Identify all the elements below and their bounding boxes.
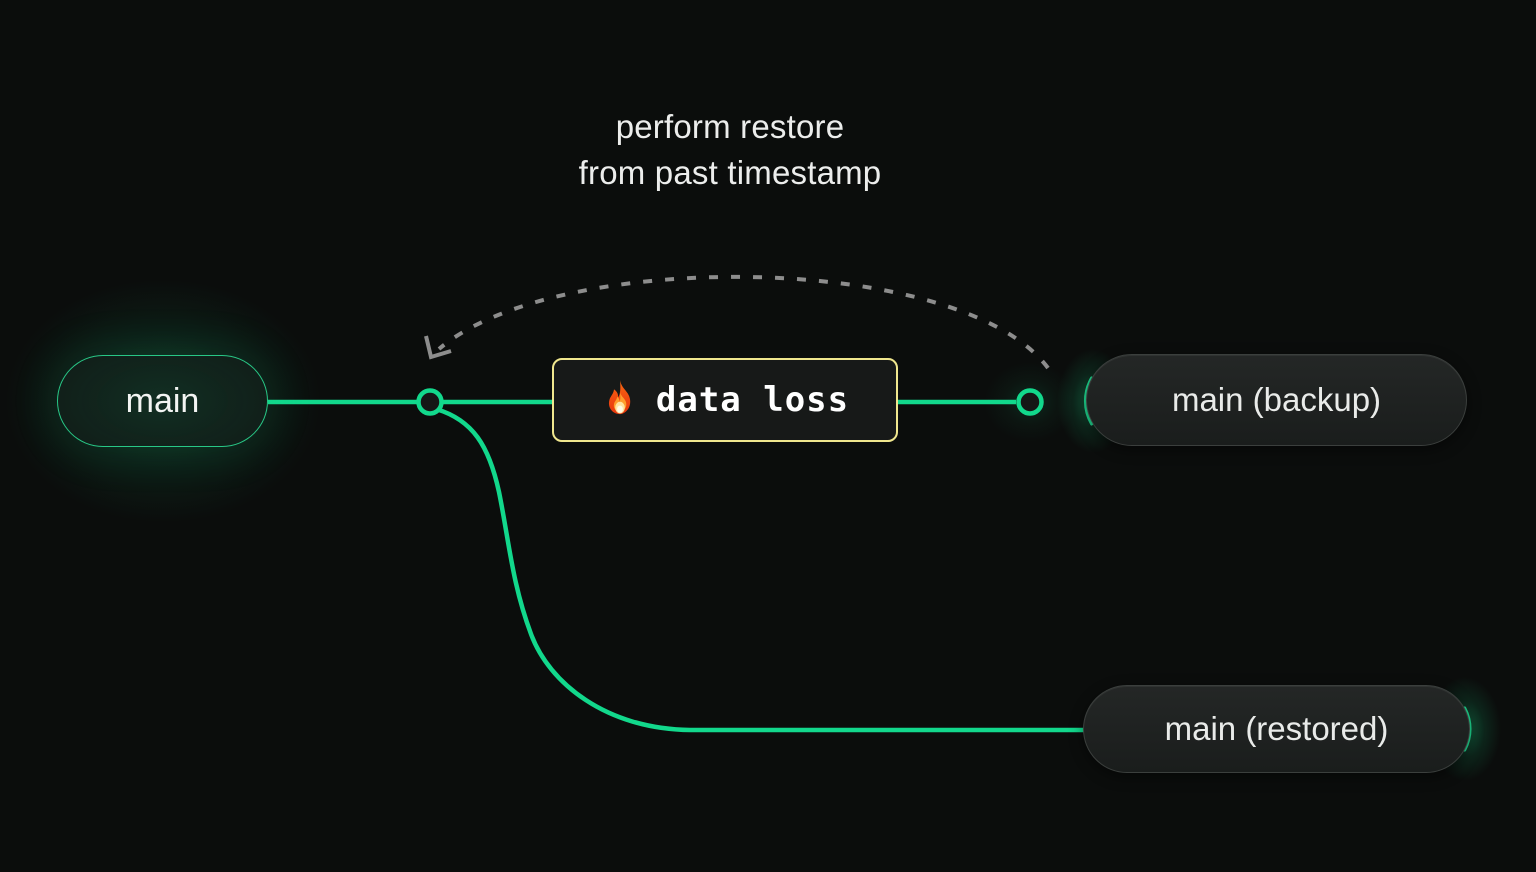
- restore-caption-line2: from past timestamp: [578, 154, 882, 191]
- node-main-label: main: [125, 381, 200, 420]
- data-loss-label: data loss: [655, 380, 850, 420]
- fire-icon: [608, 380, 631, 415]
- data-loss-box: data loss: [552, 358, 898, 442]
- node-main-backup: main (backup): [1086, 354, 1467, 446]
- node-main-backup-label: main (backup): [1171, 381, 1382, 418]
- edge-branch-to-restored: [433, 406, 1090, 733]
- branch-point-backup: [1016, 388, 1044, 416]
- restore-arrowhead-icon: [424, 335, 452, 360]
- node-main-restored: main (restored): [1083, 685, 1470, 773]
- fire-icon-core-bright: [616, 405, 623, 413]
- restore-caption: perform restore from past timestamp: [430, 104, 1030, 196]
- node-main: main: [57, 355, 268, 447]
- node-main-restored-label: main (restored): [1164, 710, 1389, 747]
- restore-arc: [437, 274, 1050, 370]
- restore-caption-line1: perform restore: [615, 108, 845, 145]
- branch-point-main: [416, 388, 444, 416]
